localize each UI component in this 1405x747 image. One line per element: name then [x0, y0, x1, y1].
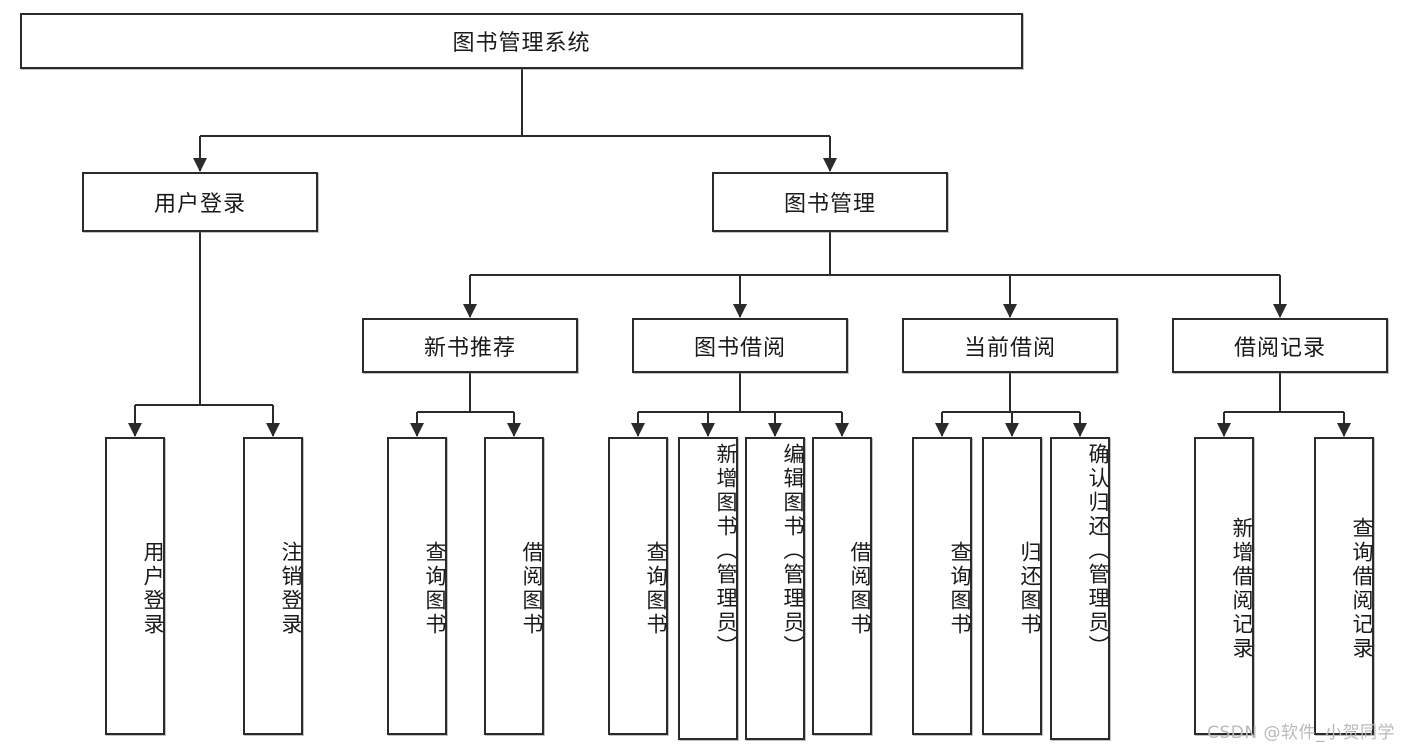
leaf-leaf-edit-book: 编辑图书（管理员） — [745, 437, 805, 740]
leaf-leaf-borrow-book-2: 借阅图书 — [812, 437, 872, 735]
connector-branch — [829, 136, 831, 171]
arrowhead-icon — [768, 423, 782, 437]
arrowhead-icon — [1073, 423, 1087, 437]
leaf-leaf-query-book-2: 查询图书 — [608, 437, 668, 735]
leaf-leaf-query-borrow-record: 查询借阅记录 — [1314, 437, 1374, 735]
arrowhead-icon — [1005, 423, 1019, 437]
arrowhead-icon — [631, 423, 645, 437]
leaf-leaf-borrow-book-1: 借阅图书 — [484, 437, 544, 735]
connector-bus — [1224, 411, 1344, 413]
connector-stem — [739, 373, 741, 412]
node-label: 用户登录 — [153, 192, 246, 217]
arrowhead-icon — [266, 423, 280, 437]
connector-root-bus — [200, 135, 830, 137]
connector-branch — [134, 405, 136, 436]
csdn-watermark: CSDN @软件_小贺同学 — [1207, 723, 1395, 743]
node-label: 图书管理系统 — [452, 31, 591, 56]
arrowhead-icon — [507, 423, 521, 437]
node-label: 新书推荐 — [423, 335, 516, 361]
node-label: 注销登录 — [279, 541, 303, 637]
arrowhead-icon — [733, 304, 747, 318]
connector-branch — [469, 275, 471, 317]
connector-userlogin-bus — [135, 404, 273, 406]
node-book-borrow: 图书借阅 — [632, 318, 848, 373]
leaf-leaf-query-book-3: 查询图书 — [912, 437, 972, 735]
node-book-manage: 图书管理 — [712, 172, 948, 232]
arrowhead-icon — [1337, 423, 1351, 437]
connector-branch — [272, 405, 274, 436]
node-label: 查询借阅记录 — [1350, 517, 1374, 661]
node-root: 图书管理系统 — [20, 13, 1023, 69]
connector-bookmanage-stem — [829, 232, 831, 275]
connector-stem — [1279, 373, 1281, 412]
arrowhead-icon — [128, 423, 142, 437]
node-label: 查询图书 — [948, 541, 972, 637]
connector-userlogin-stem — [199, 232, 201, 405]
arrowhead-icon — [410, 423, 424, 437]
arrowhead-icon — [701, 423, 715, 437]
leaf-leaf-return-book: 归还图书 — [982, 437, 1042, 735]
connector-stem — [469, 373, 471, 412]
node-label: 查询图书 — [423, 541, 447, 637]
leaf-leaf-user-logout: 注销登录 — [243, 437, 303, 735]
node-label: 当前借阅 — [963, 335, 1056, 361]
node-label: 归还图书 — [1018, 541, 1042, 637]
leaf-leaf-add-book: 新增图书（管理员） — [678, 437, 738, 740]
node-label: 查询图书 — [644, 541, 668, 637]
node-label: 编辑图书（管理员） — [781, 443, 805, 659]
node-label: 用户登录 — [141, 541, 165, 637]
arrowhead-icon — [1003, 304, 1017, 318]
leaf-leaf-add-borrow-record: 新增借阅记录 — [1194, 437, 1254, 735]
connector-branch — [1279, 275, 1281, 317]
arrowhead-icon — [835, 423, 849, 437]
connector-branch — [1009, 275, 1011, 317]
node-label: 图书借阅 — [693, 335, 786, 361]
node-current-borrow: 当前借阅 — [902, 318, 1118, 373]
connector-bookmanage-bus — [470, 274, 1280, 276]
node-label: 借阅记录 — [1233, 335, 1326, 361]
arrowhead-icon — [1217, 423, 1231, 437]
leaf-leaf-user-login: 用户登录 — [105, 437, 165, 735]
node-label: 新增图书（管理员） — [714, 443, 738, 659]
connector-branch — [739, 275, 741, 317]
arrowhead-icon — [193, 158, 207, 172]
arrowhead-icon — [935, 423, 949, 437]
node-new-book-recommend: 新书推荐 — [362, 318, 578, 373]
arrowhead-icon — [1273, 304, 1287, 318]
connector-bus — [638, 411, 842, 413]
connector-bus — [417, 411, 514, 413]
arrowhead-icon — [463, 304, 477, 318]
connector-stem — [1009, 373, 1011, 412]
connector-root-stem — [520, 69, 523, 136]
node-label: 新增借阅记录 — [1230, 517, 1254, 661]
node-user-login: 用户登录 — [82, 172, 318, 232]
connector-branch — [199, 136, 201, 171]
node-label: 图书管理 — [783, 192, 876, 217]
leaf-leaf-confirm-return: 确认归还（管理员） — [1050, 437, 1110, 740]
node-label: 借阅图书 — [520, 541, 544, 637]
node-borrow-record: 借阅记录 — [1172, 318, 1388, 373]
leaf-leaf-query-book-1: 查询图书 — [387, 437, 447, 735]
arrowhead-icon — [823, 158, 837, 172]
node-label: 借阅图书 — [848, 541, 872, 637]
node-label: 确认归还（管理员） — [1086, 443, 1110, 659]
